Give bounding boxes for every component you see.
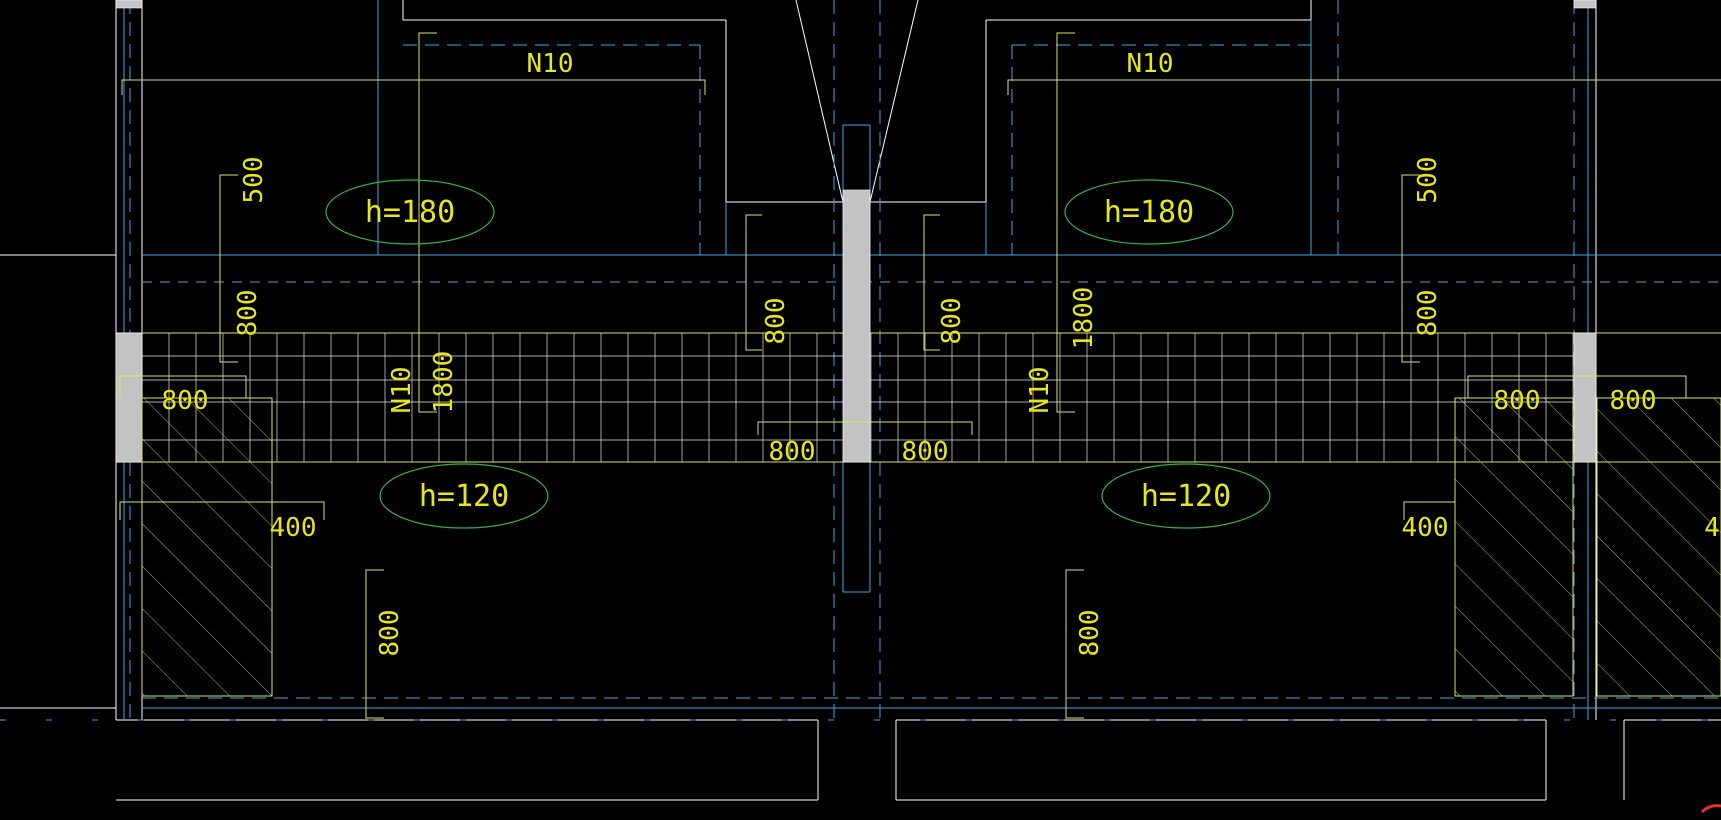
slab-label-h120-right: h=120 bbox=[1141, 479, 1231, 514]
rebar-500-800-left bbox=[219, 174, 238, 363]
dim-label-800-bottom-left: 800 bbox=[375, 610, 405, 657]
dim-label-1800-right: 1800 bbox=[1069, 287, 1099, 350]
dim-label-800-right-vert: 800 bbox=[1413, 290, 1443, 337]
cursor-marker-icon bbox=[1700, 804, 1721, 814]
dim-label-800-right-horiz-b: 800 bbox=[1610, 386, 1657, 416]
rebar-800-center-right bbox=[923, 214, 940, 351]
stair-line-right bbox=[869, 0, 919, 203]
rebar-label-n10-top-right: N10 bbox=[1127, 49, 1174, 79]
dim-label-4-edge: 4 bbox=[1704, 513, 1720, 543]
rebar-top-left bbox=[121, 79, 706, 95]
text-layer: h=180 h=180 h=120 h=120 N10 N10 N10 N10 … bbox=[162, 49, 1720, 656]
wall-outlines bbox=[0, 0, 1721, 801]
rebar-label-n10-mid-right: N10 bbox=[1025, 367, 1055, 414]
mesh-boundary bbox=[116, 332, 1721, 463]
column-top-right bbox=[1573, 0, 1597, 9]
column-center bbox=[842, 189, 871, 463]
dim-label-500-left: 500 bbox=[239, 157, 269, 204]
rebar-top-right bbox=[1007, 79, 1721, 95]
dim-label-800-left-vert: 800 bbox=[233, 290, 263, 337]
rebar-800-center-left bbox=[745, 214, 762, 351]
ellipse-h180-right bbox=[1064, 179, 1234, 245]
rebar-label-n10-mid-left: N10 bbox=[387, 367, 417, 414]
hatch-right-a bbox=[1454, 397, 1574, 697]
dim-label-800-center-right-horiz: 800 bbox=[902, 437, 949, 467]
slab-label-h120-left: h=120 bbox=[419, 479, 509, 514]
dim-label-400-right: 400 bbox=[1402, 513, 1449, 543]
rebar-1800-left bbox=[418, 32, 437, 413]
ellipse-h120-left bbox=[379, 463, 549, 529]
ellipse-h180-left bbox=[325, 179, 495, 245]
rebar-400-left bbox=[119, 501, 325, 520]
ellipse-h120-right bbox=[1101, 463, 1271, 529]
hatch-right-b bbox=[1596, 397, 1721, 697]
dim-label-800-center-left-vert: 800 bbox=[761, 298, 791, 345]
columns bbox=[115, 0, 1597, 463]
dim-label-500-right: 500 bbox=[1413, 157, 1443, 204]
rebar-800-right-horiz bbox=[1467, 375, 1687, 398]
rebar-lines bbox=[119, 32, 1721, 719]
dim-label-800-left-horiz: 800 bbox=[162, 386, 209, 416]
slab-label-h180-left: h=180 bbox=[365, 195, 455, 230]
rebar-1800-right bbox=[1056, 32, 1075, 413]
dim-label-800-right-horiz-a: 800 bbox=[1494, 386, 1541, 416]
dim-label-800-center-left-horiz: 800 bbox=[769, 437, 816, 467]
dim-label-400-left: 400 bbox=[270, 513, 317, 543]
slab-label-h180-right: h=180 bbox=[1104, 195, 1194, 230]
rebar-400-right bbox=[1403, 501, 1455, 520]
rebar-500-800-right bbox=[1401, 174, 1420, 363]
column-right bbox=[1573, 332, 1597, 463]
hatch-left bbox=[141, 397, 273, 697]
dim-label-800-bottom-right: 800 bbox=[1075, 610, 1105, 657]
stair-line-left bbox=[795, 0, 844, 203]
rebar-label-n10-top-left: N10 bbox=[527, 49, 574, 79]
hatched-areas bbox=[141, 397, 1721, 697]
rebar-800-left-horiz bbox=[119, 375, 247, 398]
dim-label-800-center-right-vert: 800 bbox=[937, 298, 967, 345]
rebar-800-bottom-left bbox=[365, 569, 384, 719]
column-top-left bbox=[115, 0, 143, 9]
dim-label-1800-left: 1800 bbox=[429, 351, 459, 414]
rebar-800-center-horiz bbox=[757, 421, 973, 435]
slab-label-ellipses bbox=[325, 179, 1271, 529]
rebar-800-bottom-right bbox=[1065, 569, 1084, 719]
